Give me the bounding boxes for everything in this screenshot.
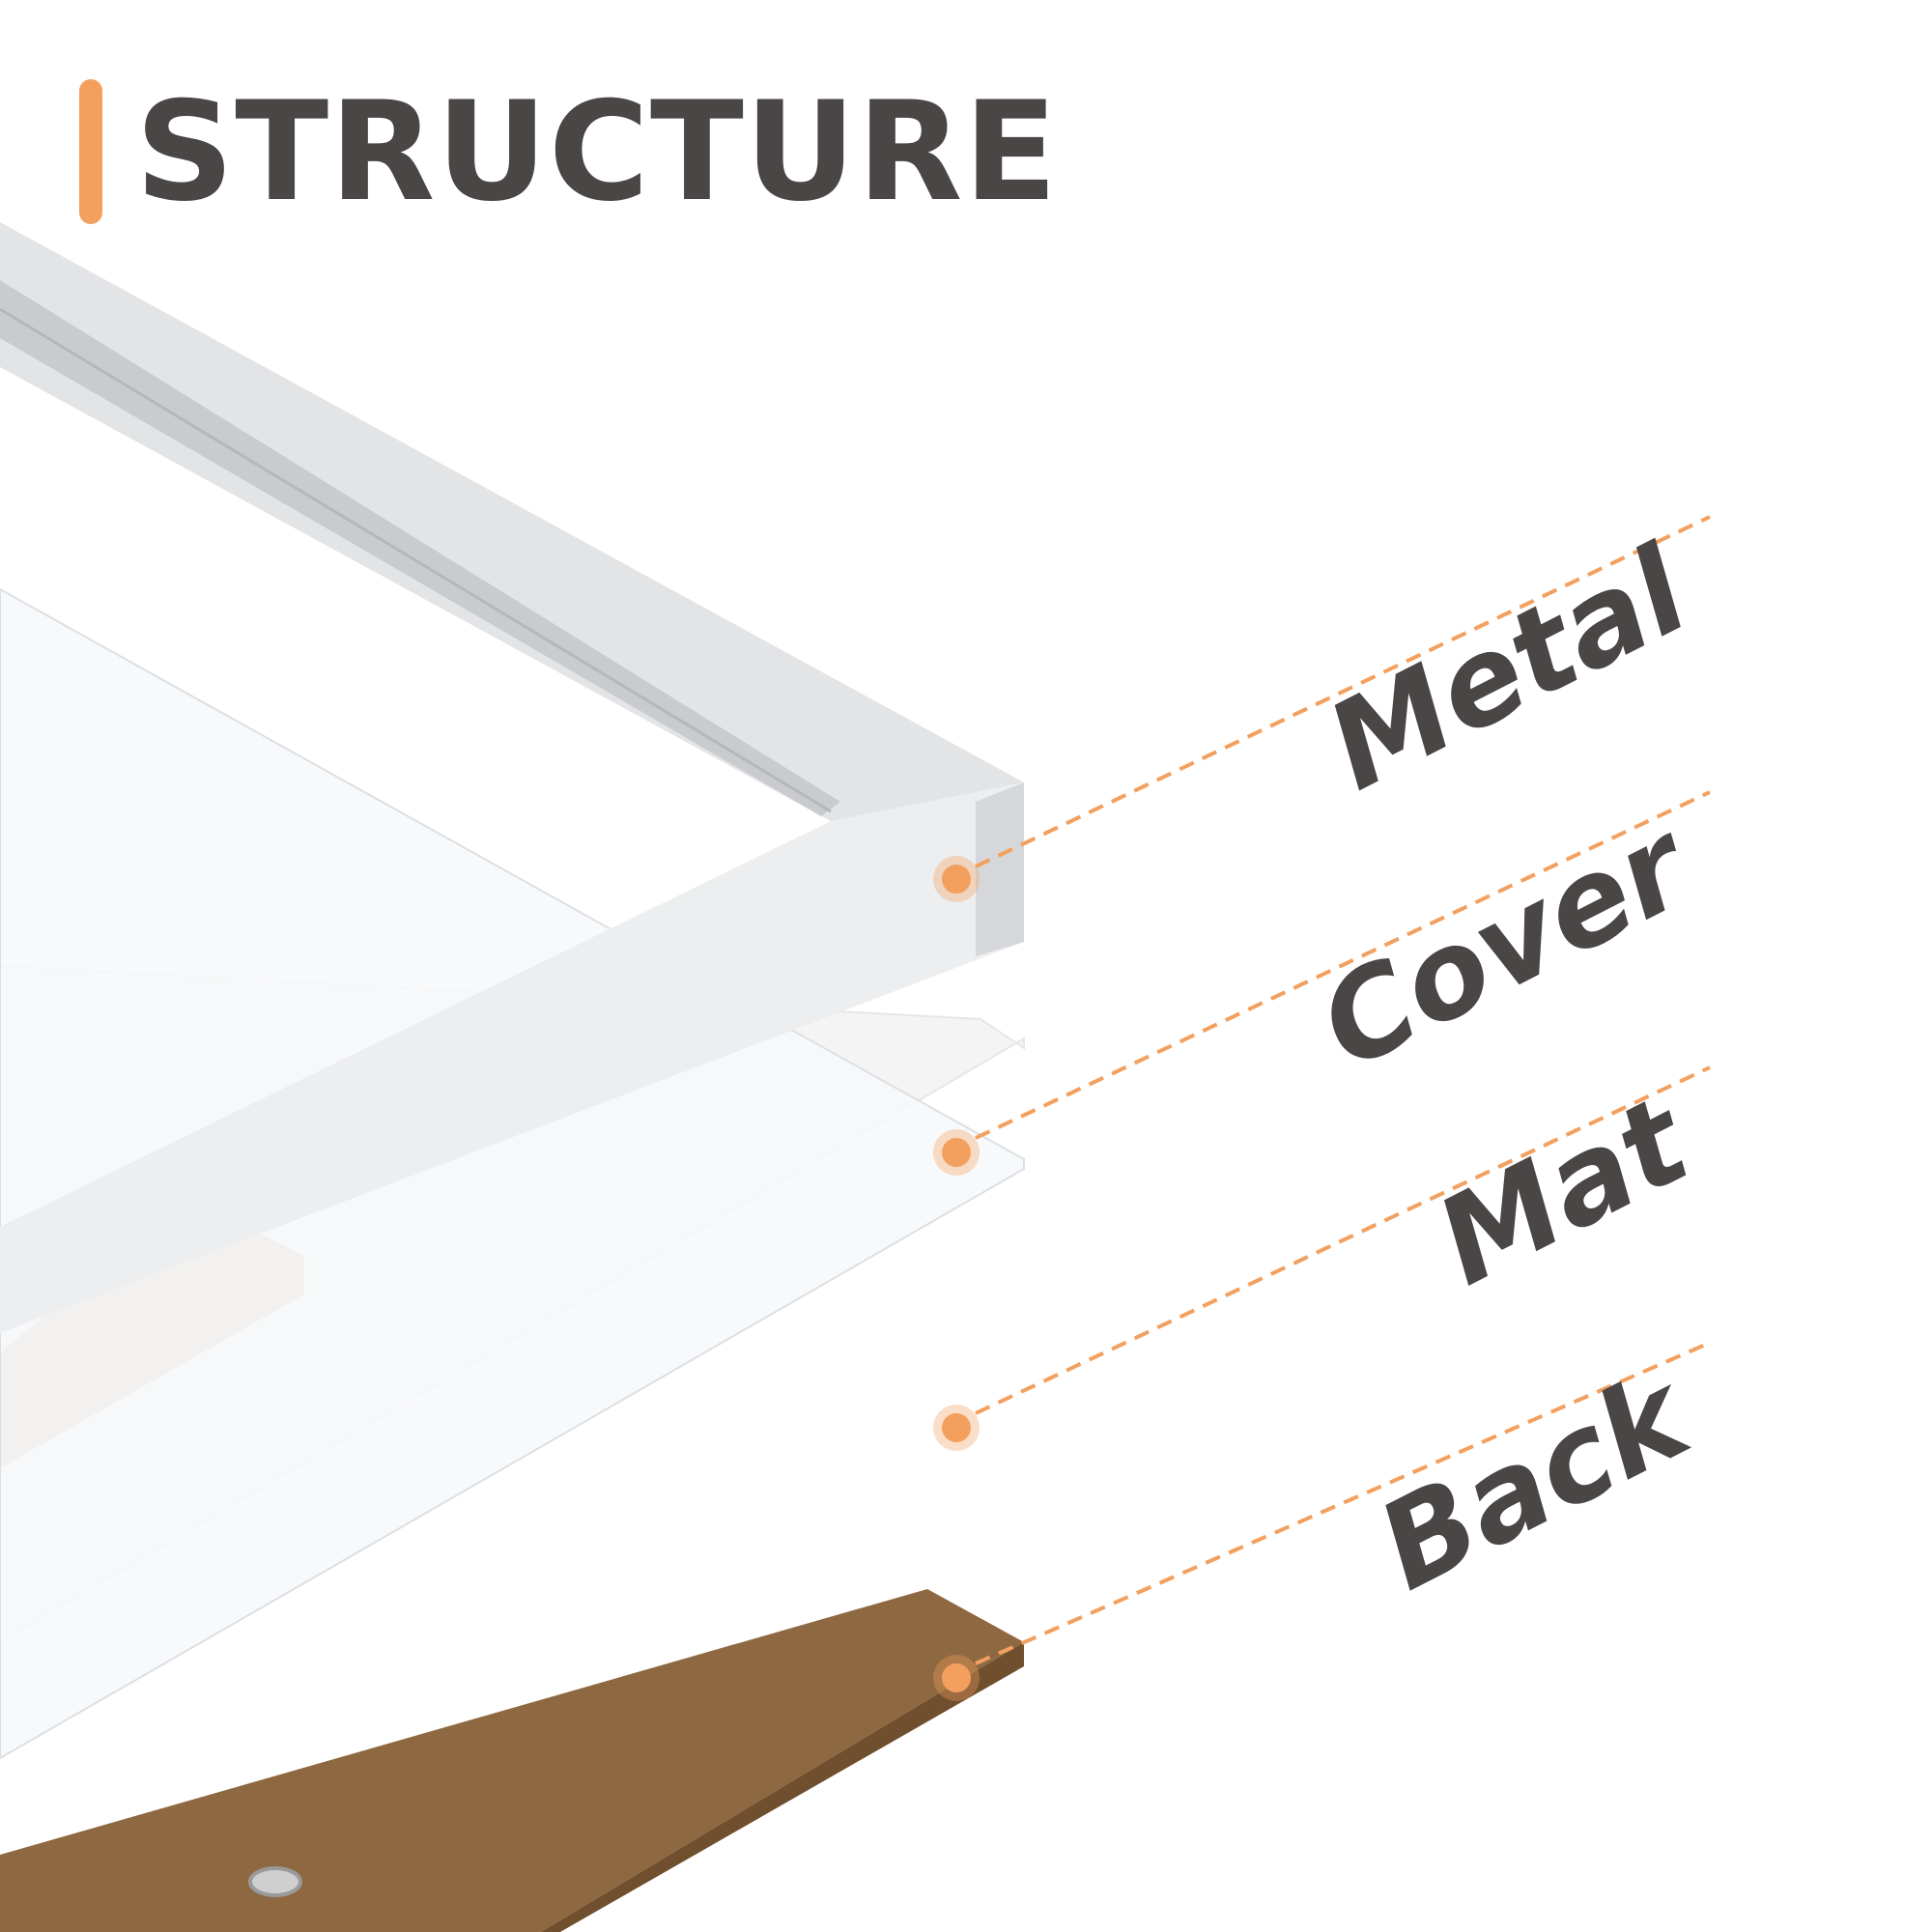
leader-line-metal [975,515,1711,868]
backboard-top [0,1589,1024,1932]
leader-line-cover [975,790,1711,1140]
marker-dot-mat [942,1413,971,1442]
frame-face-top [0,222,1024,821]
marker-dots [933,856,980,1701]
leader-line-back [975,1341,1711,1665]
leader-lines [975,515,1711,1665]
metal-frame-layer [0,222,1024,1333]
frame-inner-rail [0,280,840,816]
frame-end-cap [976,782,1024,956]
marker-dot-metal [942,865,971,894]
title-accent-bar [79,79,102,224]
backboard-hanger [248,1866,302,1897]
backboard-layer [0,1589,1024,1932]
page-title: STRUCTURE [135,72,1059,232]
frame-inner-line [0,307,832,813]
backboard-edge [541,1642,1024,1932]
frame-face-front [0,782,1024,1333]
marker-dot-cover [942,1138,971,1167]
leader-line-mat [975,1065,1711,1415]
marker-dot-back [942,1663,971,1692]
